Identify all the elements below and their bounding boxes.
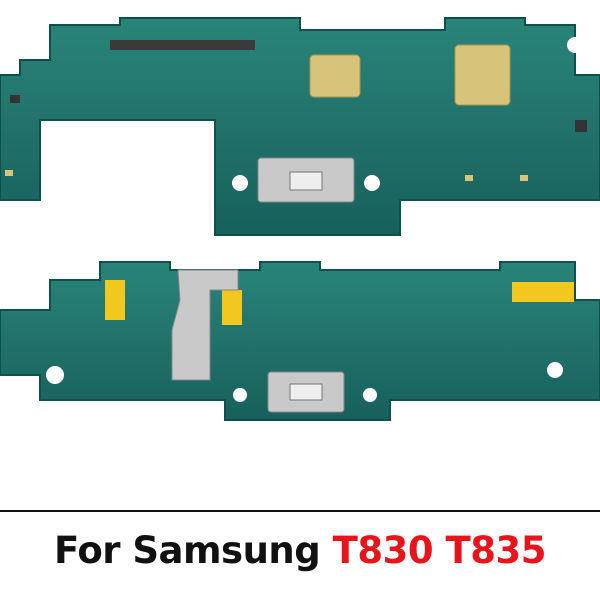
flex-connector (110, 40, 255, 50)
mounting-hole (232, 175, 248, 191)
shield-can (454, 44, 511, 106)
mounting-hole (547, 362, 563, 378)
mounting-hole (364, 175, 380, 191)
shield-can (309, 54, 361, 98)
divider (0, 510, 600, 512)
yellow-tape (512, 282, 574, 302)
product-caption: For Samsung T830 T835 (0, 526, 600, 576)
mounting-hole (567, 37, 583, 53)
mounting-hole (46, 366, 64, 384)
yellow-tape (105, 280, 125, 320)
caption-models: T830 T835 (332, 529, 547, 572)
metal-bracket (171, 269, 239, 381)
caption-prefix: For Samsung (54, 529, 321, 572)
mounting-hole (21, 36, 39, 54)
top-pcb-board (0, 17, 600, 236)
mounting-hole (363, 388, 377, 402)
charging-port-boards (0, 17, 600, 421)
bottom-pcb-board (0, 261, 600, 421)
mounting-hole (233, 388, 247, 402)
yellow-tape (222, 290, 242, 325)
